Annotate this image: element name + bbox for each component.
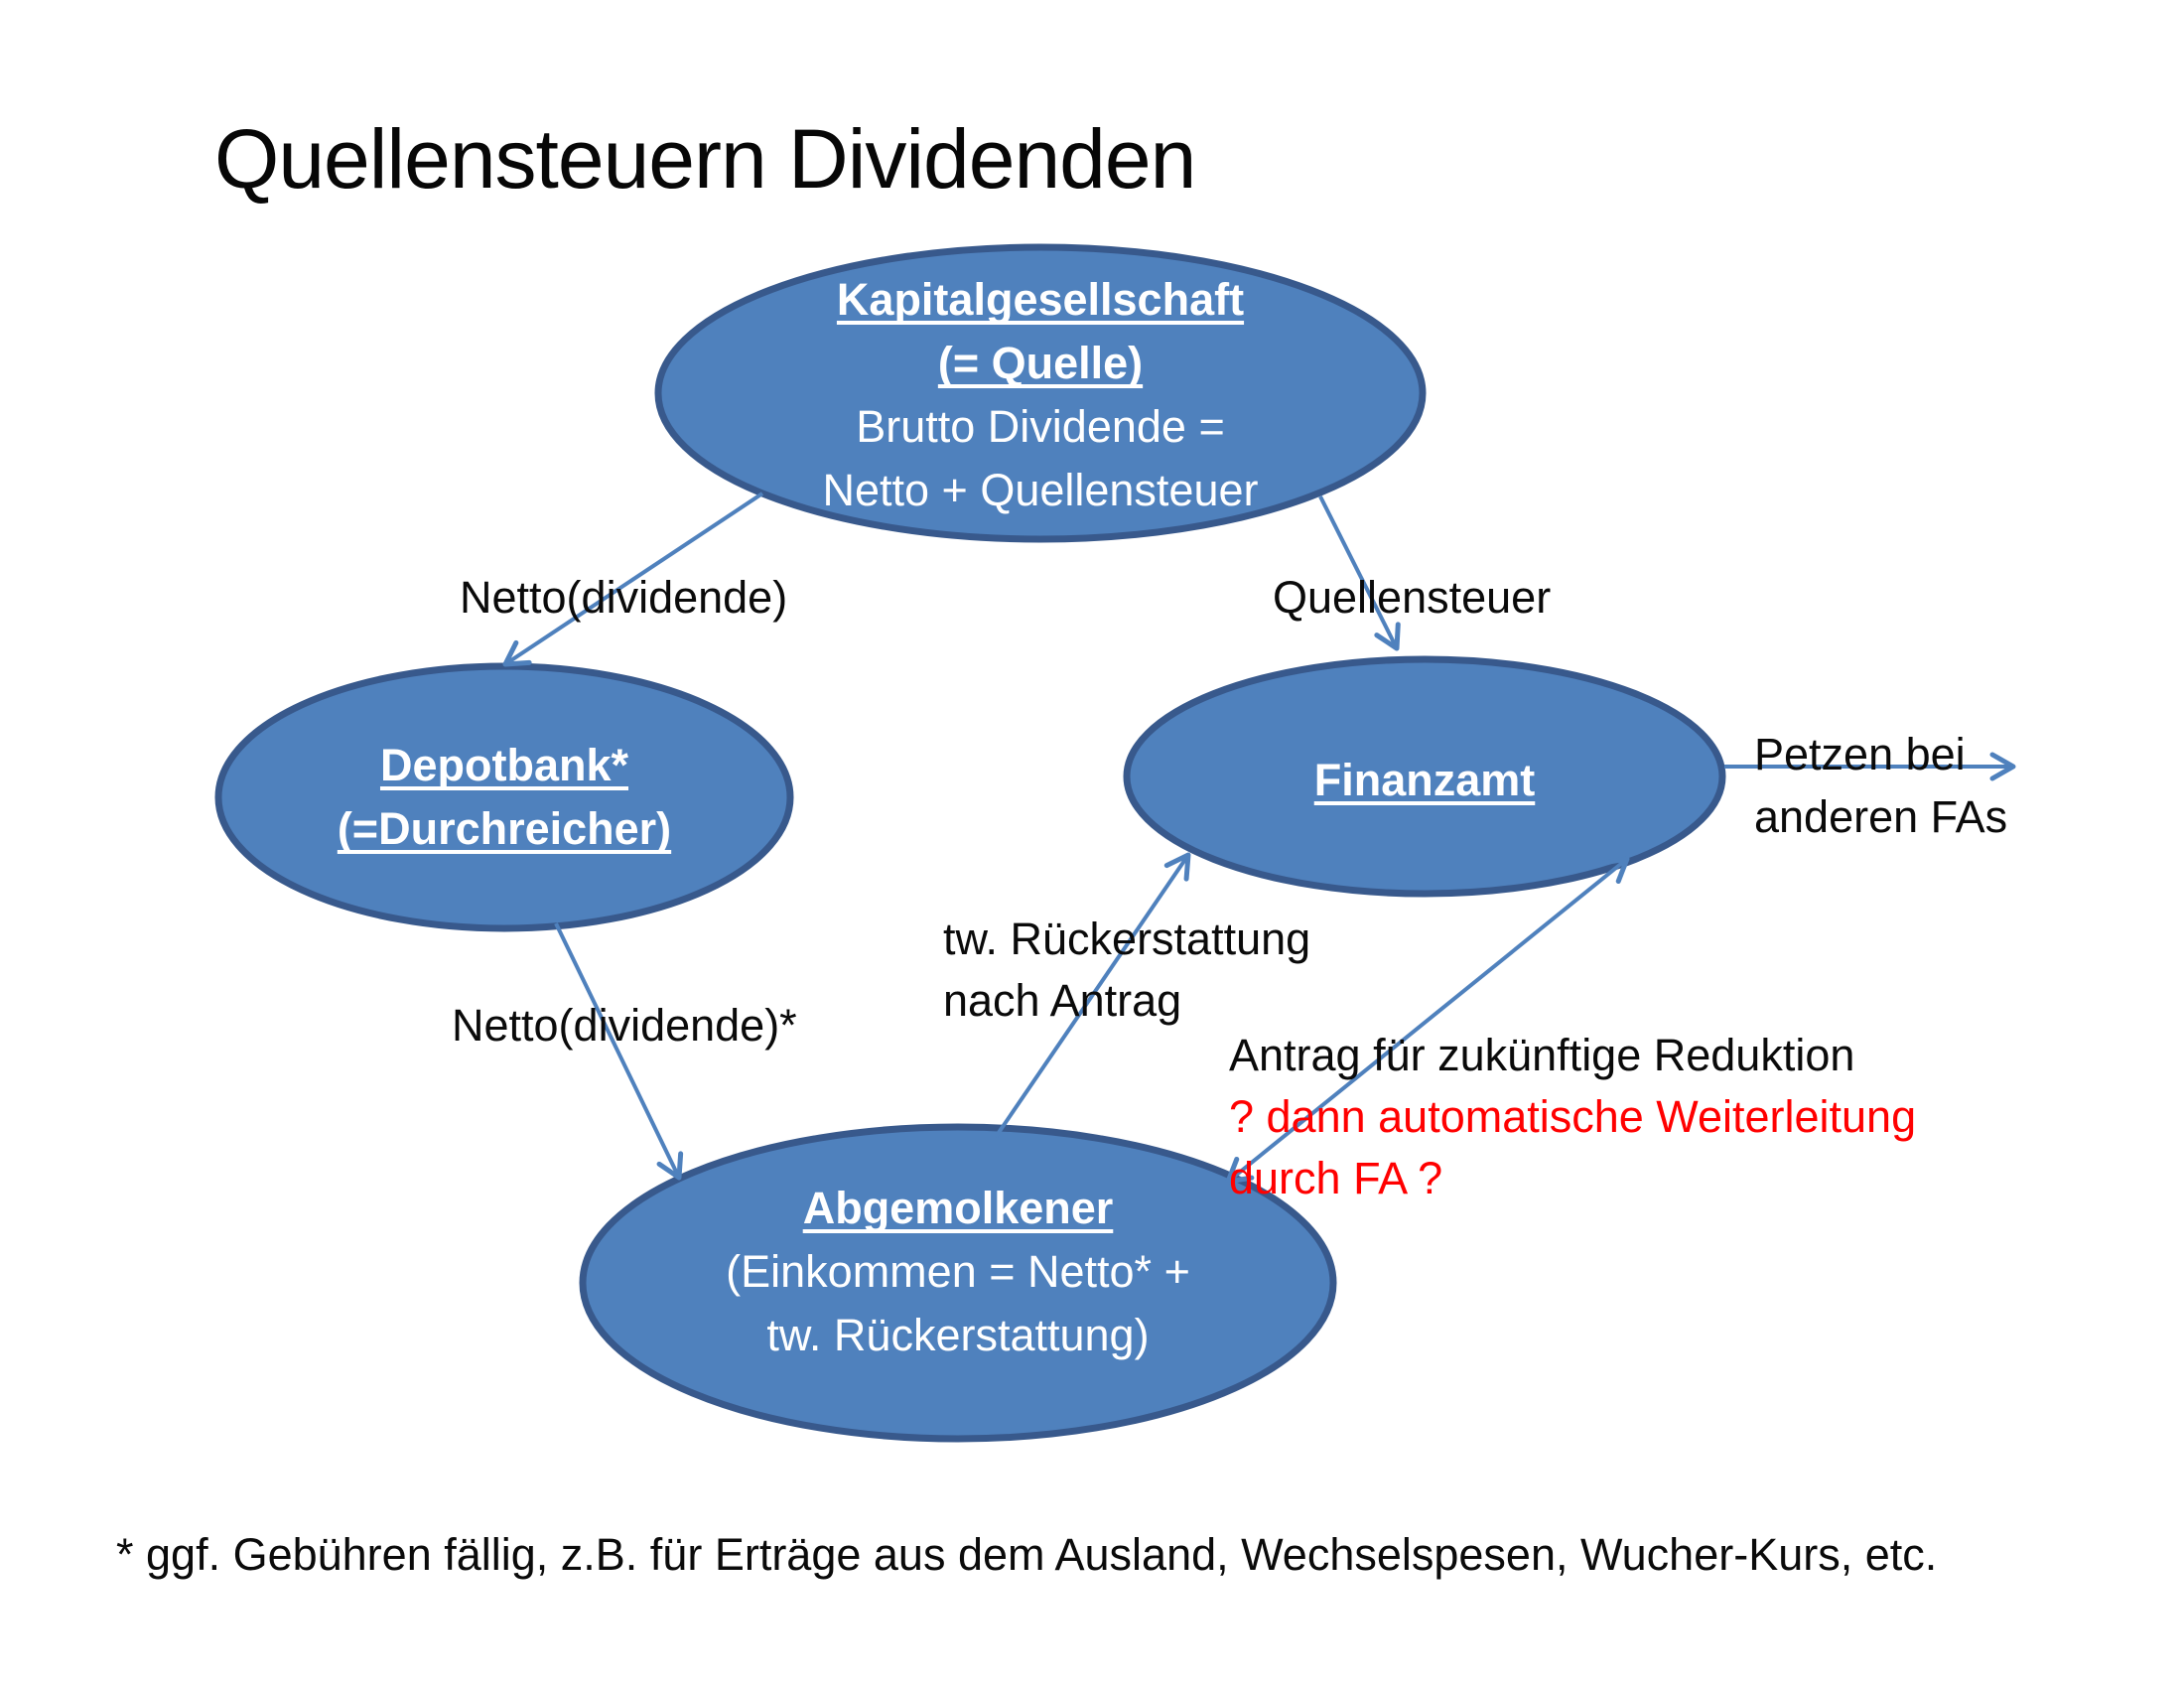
edge-label-rueckerstattung: tw. Rückerstattung nach Antrag [943, 909, 1310, 1032]
edge-label-line: nach Antrag [943, 975, 1182, 1026]
edge-label-line-red: ? dann automatische Weiterleitung [1229, 1091, 1917, 1142]
edge-label-antrag: Antrag für zukünftige Reduktion ? dann a… [1229, 1025, 1916, 1209]
node-label-finanzamt: Finanzamt [1127, 749, 1722, 812]
node-ellipse-kapitalgesellschaft [654, 243, 1427, 543]
node-label-depotbank: Depotbank* (=Durchreicher) [216, 734, 792, 861]
node-heading: (= Quelle) [937, 338, 1144, 388]
arrow-depotbank-to-abgemolkener [554, 922, 684, 1181]
node-body-line: (Einkommen = Netto* + [726, 1246, 1190, 1297]
arrow-abgemolkener-to-finanzamt [994, 852, 1191, 1139]
node-heading: Abgemolkener [802, 1183, 1114, 1233]
node-body-line: Brutto Dividende = [856, 401, 1225, 452]
page-title: Quellensteuern Dividenden [214, 112, 1196, 206]
node-heading: Finanzamt [1313, 755, 1536, 805]
node-ellipse-abgemolkener [579, 1123, 1337, 1443]
edge-label-line: Antrag für zukünftige Reduktion [1229, 1030, 1855, 1080]
edge-label-line-red: durch FA ? [1229, 1153, 1443, 1203]
node-label-kapitalgesellschaft: Kapitalgesellschaft (= Quelle) Brutto Di… [653, 268, 1428, 522]
node-heading: Kapitalgesellschaft [836, 274, 1245, 325]
edge-label-line: anderen FAs [1754, 791, 2008, 842]
arrow-finanzamt-abgemolkener-double [1225, 856, 1630, 1185]
edge-label-quellensteuer: Quellensteuer [1273, 572, 1552, 623]
node-heading: (=Durchreicher) [337, 803, 672, 854]
node-heading: Depotbank* [379, 740, 629, 790]
arrow-kapital-to-depotbank [502, 492, 764, 667]
arrow-kapital-to-finanzamt [1318, 495, 1401, 651]
node-label-abgemolkener: Abgemolkener (Einkommen = Netto* + tw. R… [581, 1177, 1335, 1367]
footnote: * ggf. Gebühren fällig, z.B. für Erträge… [116, 1529, 1938, 1580]
edge-label-petzen: Petzen bei anderen FAs [1754, 723, 2007, 848]
edge-label-netto-dividende: Netto(dividende) [460, 572, 788, 623]
edge-label-netto-dividende-star: Netto(dividende)* [452, 1000, 797, 1051]
node-body-line: Netto + Quellensteuer [822, 465, 1259, 515]
edge-label-line: Petzen bei [1754, 729, 1966, 779]
edge-label-line: tw. Rückerstattung [943, 914, 1311, 964]
node-body-line: tw. Rückerstattung) [766, 1310, 1150, 1360]
